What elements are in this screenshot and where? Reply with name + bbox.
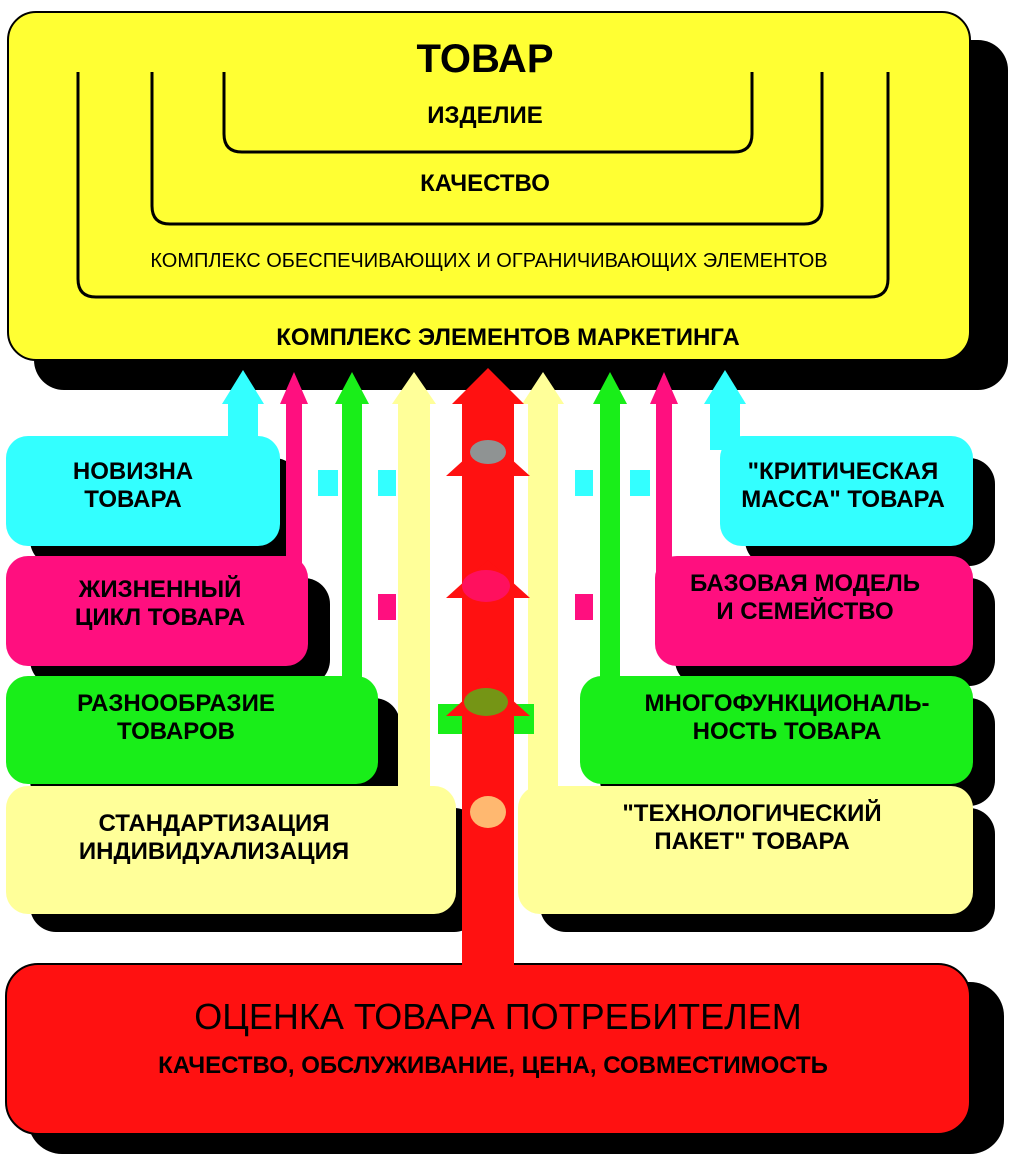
critical-label: "КРИТИЧЕСКАЯ МАССА" ТОВАРА <box>718 458 968 513</box>
quality-label: КАЧЕСТВО <box>420 170 550 197</box>
variety-line-1: РАЗНООБРАЗИЕ <box>77 690 275 717</box>
product-label: ИЗДЕЛИЕ <box>427 102 543 129</box>
main-arrow-head <box>452 368 524 404</box>
critical-line-1: "КРИТИЧЕСКАЯ <box>747 458 939 485</box>
techpack-box <box>518 786 973 914</box>
critical-arrow <box>704 370 746 404</box>
standard-label: СТАНДАРТИЗАЦИЯ ИНДИВИДУАЛИЗАЦИЯ <box>40 810 388 865</box>
critical-line-2: МАССА" ТОВАРА <box>741 485 945 513</box>
novelty-arrow <box>222 370 264 404</box>
multifunc-line-1: МНОГОФУНКЦИОНАЛЬ- <box>644 690 930 717</box>
variety-label: РАЗНООБРАЗИЕ ТОВАРОВ <box>26 690 326 745</box>
marketing-label: КОМПЛЕКС ЭЛЕМЕНТОВ МАРКЕТИНГА <box>276 324 740 351</box>
techpack-arrow <box>522 372 564 404</box>
standard-line-2: ИНДИВИДУАЛИЗАЦИЯ <box>78 837 350 865</box>
novelty-label: НОВИЗНА ТОВАРА <box>26 458 240 513</box>
techpack-line-1: "ТЕХНОЛОГИЧЕСКИЙ <box>622 800 882 827</box>
quality-bracket <box>150 72 824 226</box>
variety-line-2: ТОВАРОВ <box>117 717 235 745</box>
support-label: КОМПЛЕКС ОБЕСПЕЧИВАЮЩИХ И ОГРАНИЧИВАЮЩИХ… <box>150 250 828 272</box>
lifecycle-label: ЖИЗНЕННЫЙ ЦИКЛ ТОВАРА <box>26 576 294 631</box>
techpack-line-2: ПАКЕТ" ТОВАРА <box>654 827 850 855</box>
critical-box <box>720 436 973 546</box>
bottom-factors: КАЧЕСТВО, ОБСЛУЖИВАНИЕ, ЦЕНА, СОВМЕСТИМО… <box>158 1052 828 1079</box>
product-bracket <box>222 72 754 154</box>
standard-arrow <box>392 372 436 404</box>
top-title: ТОВАР <box>416 37 554 81</box>
multifunc-line-2: НОСТЬ ТОВАРА <box>692 717 882 745</box>
novelty-box <box>6 436 280 546</box>
basemodel-label: БАЗОВАЯ МОДЕЛЬ И СЕМЕЙСТВО <box>660 570 950 625</box>
basemodel-line-2: И СЕМЕЙСТВО <box>716 597 894 625</box>
multifunc-arrow <box>593 372 627 404</box>
novelty-line-2: ТОВАРА <box>84 485 182 513</box>
support-bracket <box>76 72 890 299</box>
standard-box <box>6 786 456 914</box>
bottom-title: ОЦЕНКА ТОВАРА ПОТРЕБИТЕЛЕМ <box>194 996 802 1037</box>
novelty-line-1: НОВИЗНА <box>72 458 194 485</box>
basemodel-arrow <box>650 372 678 404</box>
basemodel-line-1: БАЗОВАЯ МОДЕЛЬ <box>690 570 920 597</box>
lifecycle-line-1: ЖИЗНЕННЫЙ <box>78 576 242 603</box>
multifunc-box <box>580 676 973 784</box>
lifecycle-arrow <box>280 372 308 404</box>
variety-box <box>6 676 378 784</box>
top-box <box>7 11 971 361</box>
right-arrows <box>522 370 746 808</box>
standard-line-1: СТАНДАРТИЗАЦИЯ <box>98 810 330 837</box>
lifecycle-line-2: ЦИКЛ ТОВАРА <box>74 603 246 631</box>
main-arrow-blotches <box>462 440 510 828</box>
basemodel-box <box>655 556 973 666</box>
lifecycle-box <box>6 556 308 666</box>
variety-arrow <box>335 372 369 404</box>
multifunc-label: МНОГОФУНКЦИОНАЛЬ- НОСТЬ ТОВАРА <box>602 690 972 745</box>
techpack-label: "ТЕХНОЛОГИЧЕСКИЙ ПАКЕТ" ТОВАРА <box>580 800 924 855</box>
left-arrows <box>222 370 436 808</box>
